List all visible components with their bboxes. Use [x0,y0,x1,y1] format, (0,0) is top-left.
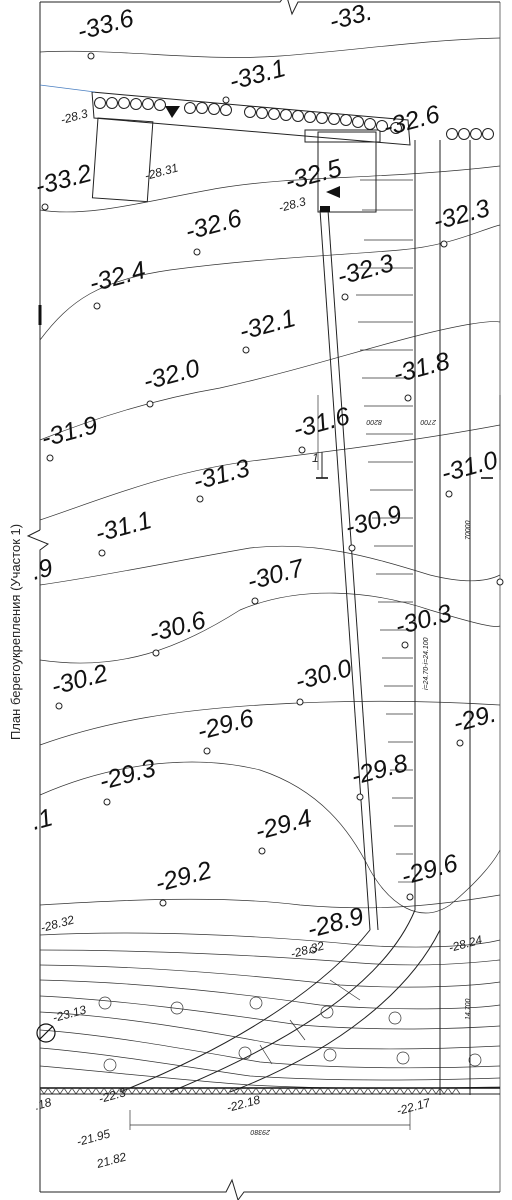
spot-level: -28.24 [447,932,484,954]
spot-level: -28.31 [143,161,179,183]
survey-points [41,52,504,954]
contour-lines [39,37,501,1089]
dimension-label: 29380 [250,1128,271,1135]
dimension-label: 14.700 [465,998,472,1020]
spot-level: -22.17 [395,1095,433,1118]
sheet-title: План берегоукрепления (Участок 1) [8,524,23,740]
elevation-label: -31.8 [390,347,452,389]
elevation-label: -29.2 [152,856,214,898]
revetment-structure [119,140,501,1095]
bollard-row [94,97,494,140]
elevation-label: -29.6 [194,704,256,746]
elevation-label: -31.0 [438,446,500,488]
elevation-label: -28.9 [304,902,366,944]
spot-level: -23.13 [51,1002,88,1024]
elevation-label: -32.1 [236,304,298,346]
elevation-label: -32.4 [86,256,148,298]
spot-level: .18 [33,1095,53,1113]
elevation-label: -30.7 [244,554,307,596]
elevation-label: -31.1 [92,506,154,548]
elevation-label: .9 [28,553,55,585]
elevation-label: -31.9 [38,411,100,453]
elevation-label: -30.6 [146,606,208,648]
elevation-label: -30.2 [48,659,110,701]
elevation-label: -30.0 [292,654,354,696]
elevation-label: -33.1 [226,54,288,96]
elevation-label: -29.3 [96,754,158,796]
dimension-label: 2700 [420,418,437,425]
elevation-label: -33.6 [74,4,136,46]
pier-structure [91,91,411,213]
spot-level: -22.3 [97,1085,127,1106]
dimension-label: 70000 [465,520,472,540]
sheet-frame [26,0,501,1200]
elevation-label: -29.4 [252,804,314,846]
flag-marker [326,186,340,198]
dimension-label: 8200 [366,418,382,425]
spot-level: -28.3 [277,194,307,215]
tree-symbols [98,996,482,1072]
dimension-labels: 8200 2700 70000 i=24.70-i=24.100 14.700 … [250,418,472,1135]
spot-level: -21.95 [75,1126,112,1148]
leader-line [39,84,96,93]
spot-level: -22.18 [225,1092,262,1114]
shoreline-band [39,1087,500,1130]
section-number: 1 [312,451,319,465]
elevation-label: -32.6 [380,100,442,142]
elevation-label: -32.0 [140,354,202,396]
elevation-label: -29. [450,700,499,738]
elevation-label: -33.2 [32,159,94,201]
elevation-label: -32.3 [334,249,396,291]
north-marker [36,1023,56,1043]
dimension-label: i=24.70-i=24.100 [423,637,430,690]
elevation-label: -31.3 [190,454,252,496]
slope-hatching [259,179,413,1065]
section-marker: 1 [312,451,493,479]
elevation-label: -30.3 [392,599,454,641]
spot-level: -28.32 [289,938,326,960]
elevation-label: .1 [28,803,55,835]
spot-level: -28.32 [39,912,76,934]
elevation-label: -33. [326,0,375,36]
elevation-label: -29.6 [398,849,460,891]
spot-level: 21.82 [94,1150,128,1172]
elevation-label: -32.6 [182,204,244,246]
elevation-label: -30.9 [342,500,404,542]
spot-level: -28.3 [59,106,89,127]
elevation-labels: -33.6 -33. -33.1 -32.6 -33.2 -32.5 -32.6… [28,0,500,944]
flag-marker [165,106,180,118]
